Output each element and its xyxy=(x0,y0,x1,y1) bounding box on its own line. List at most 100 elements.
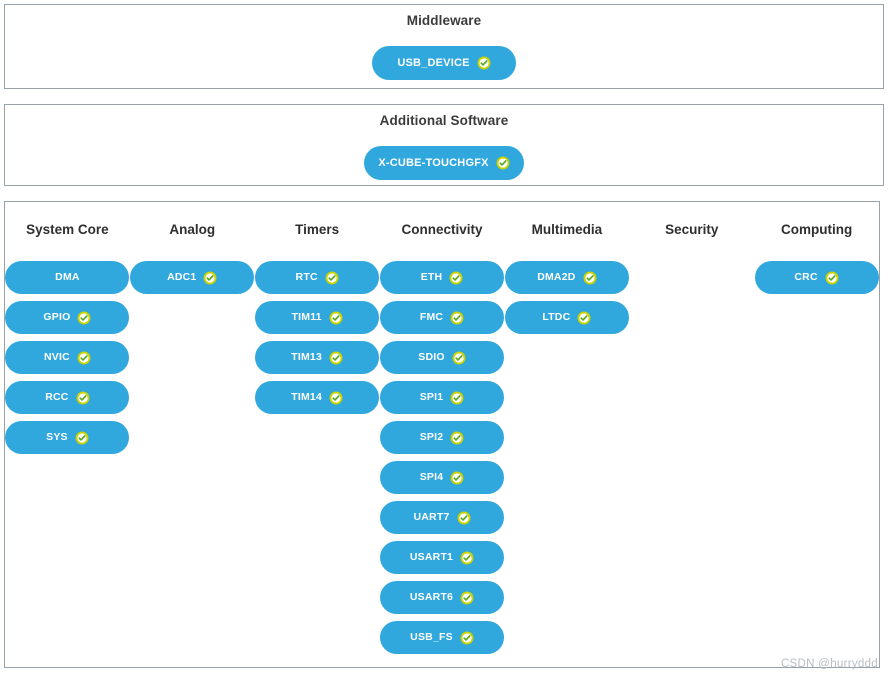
additional-software-items: X-CUBE-TOUCHGFX xyxy=(5,146,883,180)
peripheral-pill-usart6[interactable]: USART6 xyxy=(380,581,504,614)
pill-label: DMA xyxy=(55,271,80,284)
check-circle-icon xyxy=(449,271,463,285)
watermark: CSDN @hurryddd xyxy=(780,658,878,670)
middleware-items: USB_DEVICE xyxy=(5,46,883,80)
pill-label: RCC xyxy=(45,391,69,404)
check-circle-icon xyxy=(203,271,217,285)
peripheral-pill-eth[interactable]: ETH xyxy=(380,261,504,294)
additional-software-pill-x-cube-touchgfx[interactable]: X-CUBE-TOUCHGFX xyxy=(364,146,524,180)
pill-label: UART7 xyxy=(413,511,450,524)
check-circle-icon xyxy=(75,431,89,445)
check-circle-icon xyxy=(583,271,597,285)
additional-software-panel: Additional Software X-CUBE-TOUCHGFX xyxy=(4,104,884,186)
check-circle-icon xyxy=(77,351,91,365)
pill-label: X-CUBE-TOUCHGFX xyxy=(378,156,489,169)
additional-software-title: Additional Software xyxy=(379,113,509,128)
category-header: Multimedia xyxy=(531,222,603,237)
check-circle-icon xyxy=(460,631,474,645)
peripheral-pill-tim11[interactable]: TIM11 xyxy=(255,301,380,334)
middleware-title: Middleware xyxy=(406,13,482,28)
pill-label: CRC xyxy=(794,271,818,284)
peripheral-pill-dma[interactable]: DMA xyxy=(5,261,130,294)
check-circle-icon xyxy=(577,311,591,325)
peripheral-pill-spi1[interactable]: SPI1 xyxy=(380,381,504,414)
check-circle-icon xyxy=(460,591,474,605)
peripheral-pill-nvic[interactable]: NVIC xyxy=(5,341,130,374)
peripheral-pill-fmc[interactable]: FMC xyxy=(380,301,504,334)
pill-label: TIM13 xyxy=(291,351,323,364)
pill-label: TIM14 xyxy=(291,391,323,404)
check-circle-icon xyxy=(329,391,343,405)
peripheral-pill-tim13[interactable]: TIM13 xyxy=(255,341,380,374)
peripheral-pill-gpio[interactable]: GPIO xyxy=(5,301,130,334)
pill-label: SPI1 xyxy=(419,391,444,404)
check-circle-icon xyxy=(477,56,491,70)
check-circle-icon xyxy=(825,271,839,285)
pill-label: GPIO xyxy=(43,311,71,324)
pill-label: ADC1 xyxy=(167,271,197,284)
check-circle-icon xyxy=(325,271,339,285)
peripheral-pill-sdio[interactable]: SDIO xyxy=(380,341,504,374)
middleware-panel: Middleware USB_DEVICE xyxy=(4,4,884,89)
peripheral-pill-uart7[interactable]: UART7 xyxy=(380,501,504,534)
pill-label: TIM11 xyxy=(291,311,322,324)
category-header: System Core xyxy=(26,222,109,237)
pill-label: RTC xyxy=(295,271,318,284)
pill-label: SYS xyxy=(46,431,68,444)
check-circle-icon xyxy=(329,311,343,325)
pill-label: FMC xyxy=(419,311,444,324)
pill-label: ETH xyxy=(420,271,443,284)
check-circle-icon xyxy=(77,311,91,325)
category-header: Security xyxy=(665,222,719,237)
check-circle-icon xyxy=(450,471,464,485)
peripheral-pill-spi4[interactable]: SPI4 xyxy=(380,461,504,494)
pill-label: USB_DEVICE xyxy=(397,56,470,69)
peripheral-pill-spi2[interactable]: SPI2 xyxy=(380,421,504,454)
category-item-list: DMA2D LTDC xyxy=(504,261,629,334)
pill-label: SDIO xyxy=(418,351,445,364)
peripheral-pill-rtc[interactable]: RTC xyxy=(255,261,380,294)
pill-label: SPI4 xyxy=(419,471,444,484)
check-circle-icon xyxy=(450,431,464,445)
check-circle-icon xyxy=(460,551,474,565)
category-item-list: ADC1 xyxy=(130,261,255,294)
category-item-list: CRC xyxy=(754,261,879,294)
peripheral-pill-usart1[interactable]: USART1 xyxy=(380,541,504,574)
middleware-pill-usb-device[interactable]: USB_DEVICE xyxy=(372,46,516,80)
peripheral-pill-sys[interactable]: SYS xyxy=(5,421,130,454)
pill-label: NVIC xyxy=(43,351,70,364)
peripheral-pill-ltdc[interactable]: LTDC xyxy=(504,301,629,334)
pill-label: USB_FS xyxy=(410,631,453,644)
peripheral-pill-tim14[interactable]: TIM14 xyxy=(255,381,380,414)
peripheral-pill-adc1[interactable]: ADC1 xyxy=(130,261,255,294)
peripheral-pill-usb_fs[interactable]: USB_FS xyxy=(380,621,504,654)
check-circle-icon xyxy=(496,156,510,170)
category-header: Timers xyxy=(295,222,340,237)
peripheral-pill-rcc[interactable]: RCC xyxy=(5,381,130,414)
pill-label: DMA2D xyxy=(537,271,576,284)
check-circle-icon xyxy=(452,351,466,365)
category-header: Analog xyxy=(169,222,216,237)
peripheral-pill-crc[interactable]: CRC xyxy=(754,261,879,294)
category-column-security: Security xyxy=(629,202,754,261)
category-item-list: DMA GPIO NVIC RCC SYS xyxy=(5,261,130,454)
check-circle-icon xyxy=(329,351,343,365)
pill-label: SPI2 xyxy=(419,431,444,444)
peripheral-pill-dma2d[interactable]: DMA2D xyxy=(504,261,629,294)
pill-label: LTDC xyxy=(542,311,571,324)
check-circle-icon xyxy=(457,511,471,525)
pill-label: USART6 xyxy=(409,591,454,604)
check-circle-icon xyxy=(450,391,464,405)
check-circle-icon xyxy=(450,311,464,325)
pill-label: USART1 xyxy=(409,551,454,564)
check-circle-icon xyxy=(76,391,90,405)
